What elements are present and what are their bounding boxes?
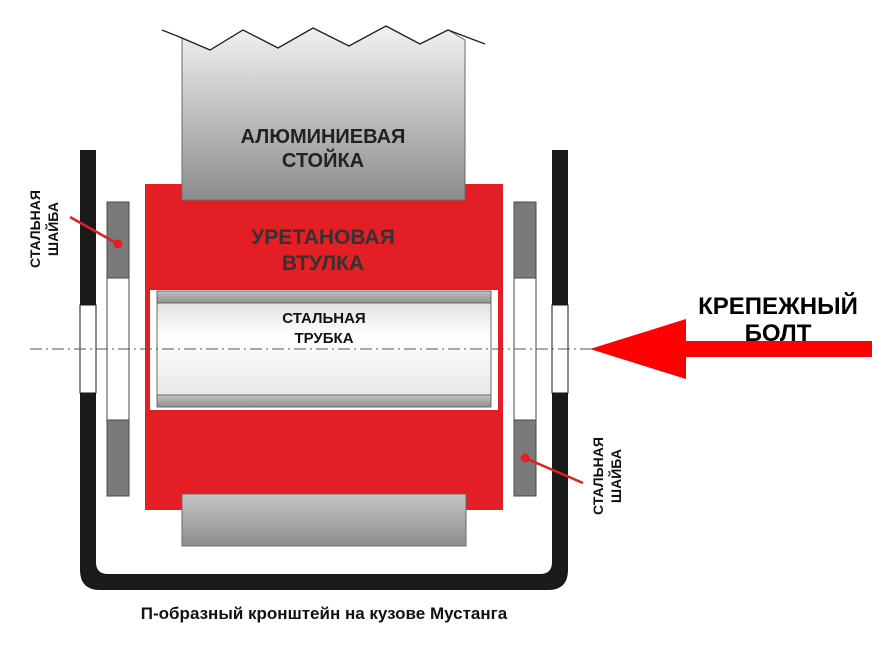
bolt-label-line1: КРЕПЕЖНЫЙ bbox=[698, 292, 858, 320]
washer-right-label-line2: ШАЙБА bbox=[607, 449, 624, 503]
washer-left-label-line1: СТАЛЬНАЯ bbox=[27, 190, 43, 268]
aluminum-post bbox=[161, 25, 486, 201]
bushing-label-line1: УРЕТАНОВАЯ bbox=[251, 226, 395, 249]
post-label-line1: АЛЮМИНИЕВАЯ bbox=[241, 126, 406, 148]
tube-label-line2: ТРУБКА bbox=[294, 330, 353, 347]
bolt-label-line2: БОЛТ bbox=[745, 320, 812, 347]
bottom-block bbox=[181, 493, 467, 547]
bolt-arrow-icon bbox=[590, 319, 872, 379]
tube-label-line1: СТАЛЬНАЯ bbox=[282, 310, 365, 327]
caption: П-образный кронштейн на кузове Мустанга bbox=[141, 604, 508, 623]
washer-left-label-line2: ШАЙБА bbox=[44, 202, 61, 256]
washer-right-label-line1: СТАЛЬНАЯ bbox=[590, 437, 606, 515]
bushing-label-line2: ВТУЛКА bbox=[282, 252, 364, 275]
post-label-line2: СТОЙКА bbox=[282, 148, 364, 172]
washer-leader-right bbox=[520, 453, 584, 485]
washer-leader-left bbox=[69, 215, 123, 249]
